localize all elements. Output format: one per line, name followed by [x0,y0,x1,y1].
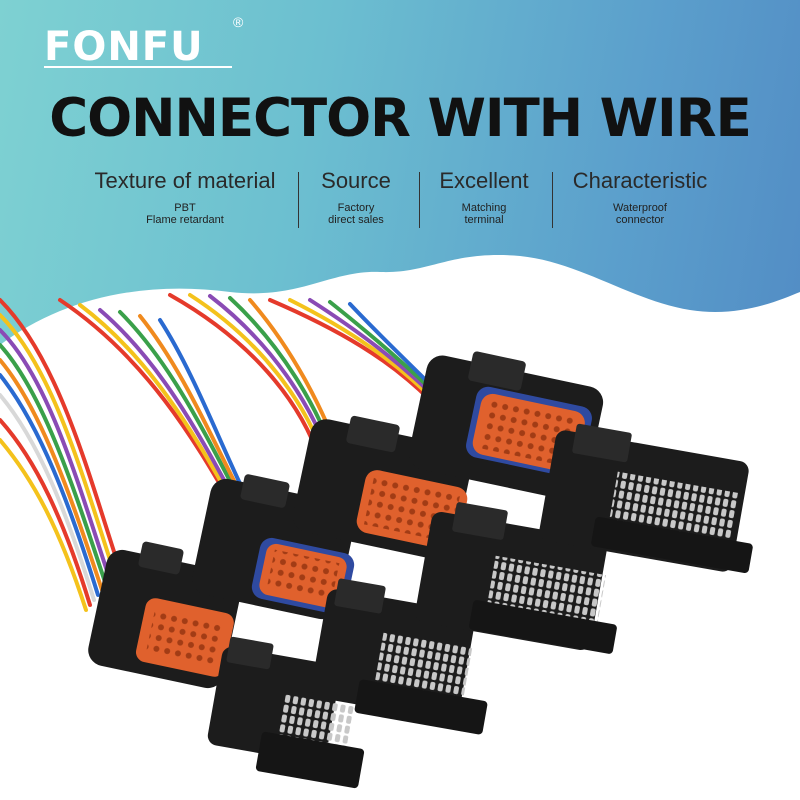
feature-sub-line: Flame retardant [146,214,224,226]
feature-divider [419,172,420,228]
feature-title: Excellent [439,168,529,193]
page-title: CONNECTOR WITH WIRE [49,88,752,149]
feature-sub-line: direct sales [328,214,384,226]
connector-header-xlarge [539,423,753,574]
connector-header-small [207,636,365,789]
feature-characteristic: Characteristic Waterproof connector [568,166,712,226]
logo-underline [44,66,232,68]
feature-title: Characteristic [572,168,708,193]
feature-source: Source Factory direct sales [310,166,402,226]
feature-sub-line: Waterproof [612,202,667,214]
feature-sub-line: PBT [174,202,196,214]
feature-sub-line: Factory [337,202,375,214]
feature-material: Texture of material PBT Flame retardant [86,166,284,226]
brand-logo: FONFU [44,24,204,70]
feature-sub-line: terminal [464,214,504,226]
registered-mark: ® [233,14,244,30]
connector-header-medium [311,578,488,735]
feature-title: Texture of material [94,168,276,193]
feature-title: Source [321,168,391,193]
feature-divider [298,172,299,228]
feature-sub-line: connector [615,214,665,226]
connector-header-large [415,502,617,654]
feature-sub-line: Matching [461,202,507,214]
feature-excellent: Excellent Matching terminal [432,166,536,226]
feature-divider [552,172,553,228]
